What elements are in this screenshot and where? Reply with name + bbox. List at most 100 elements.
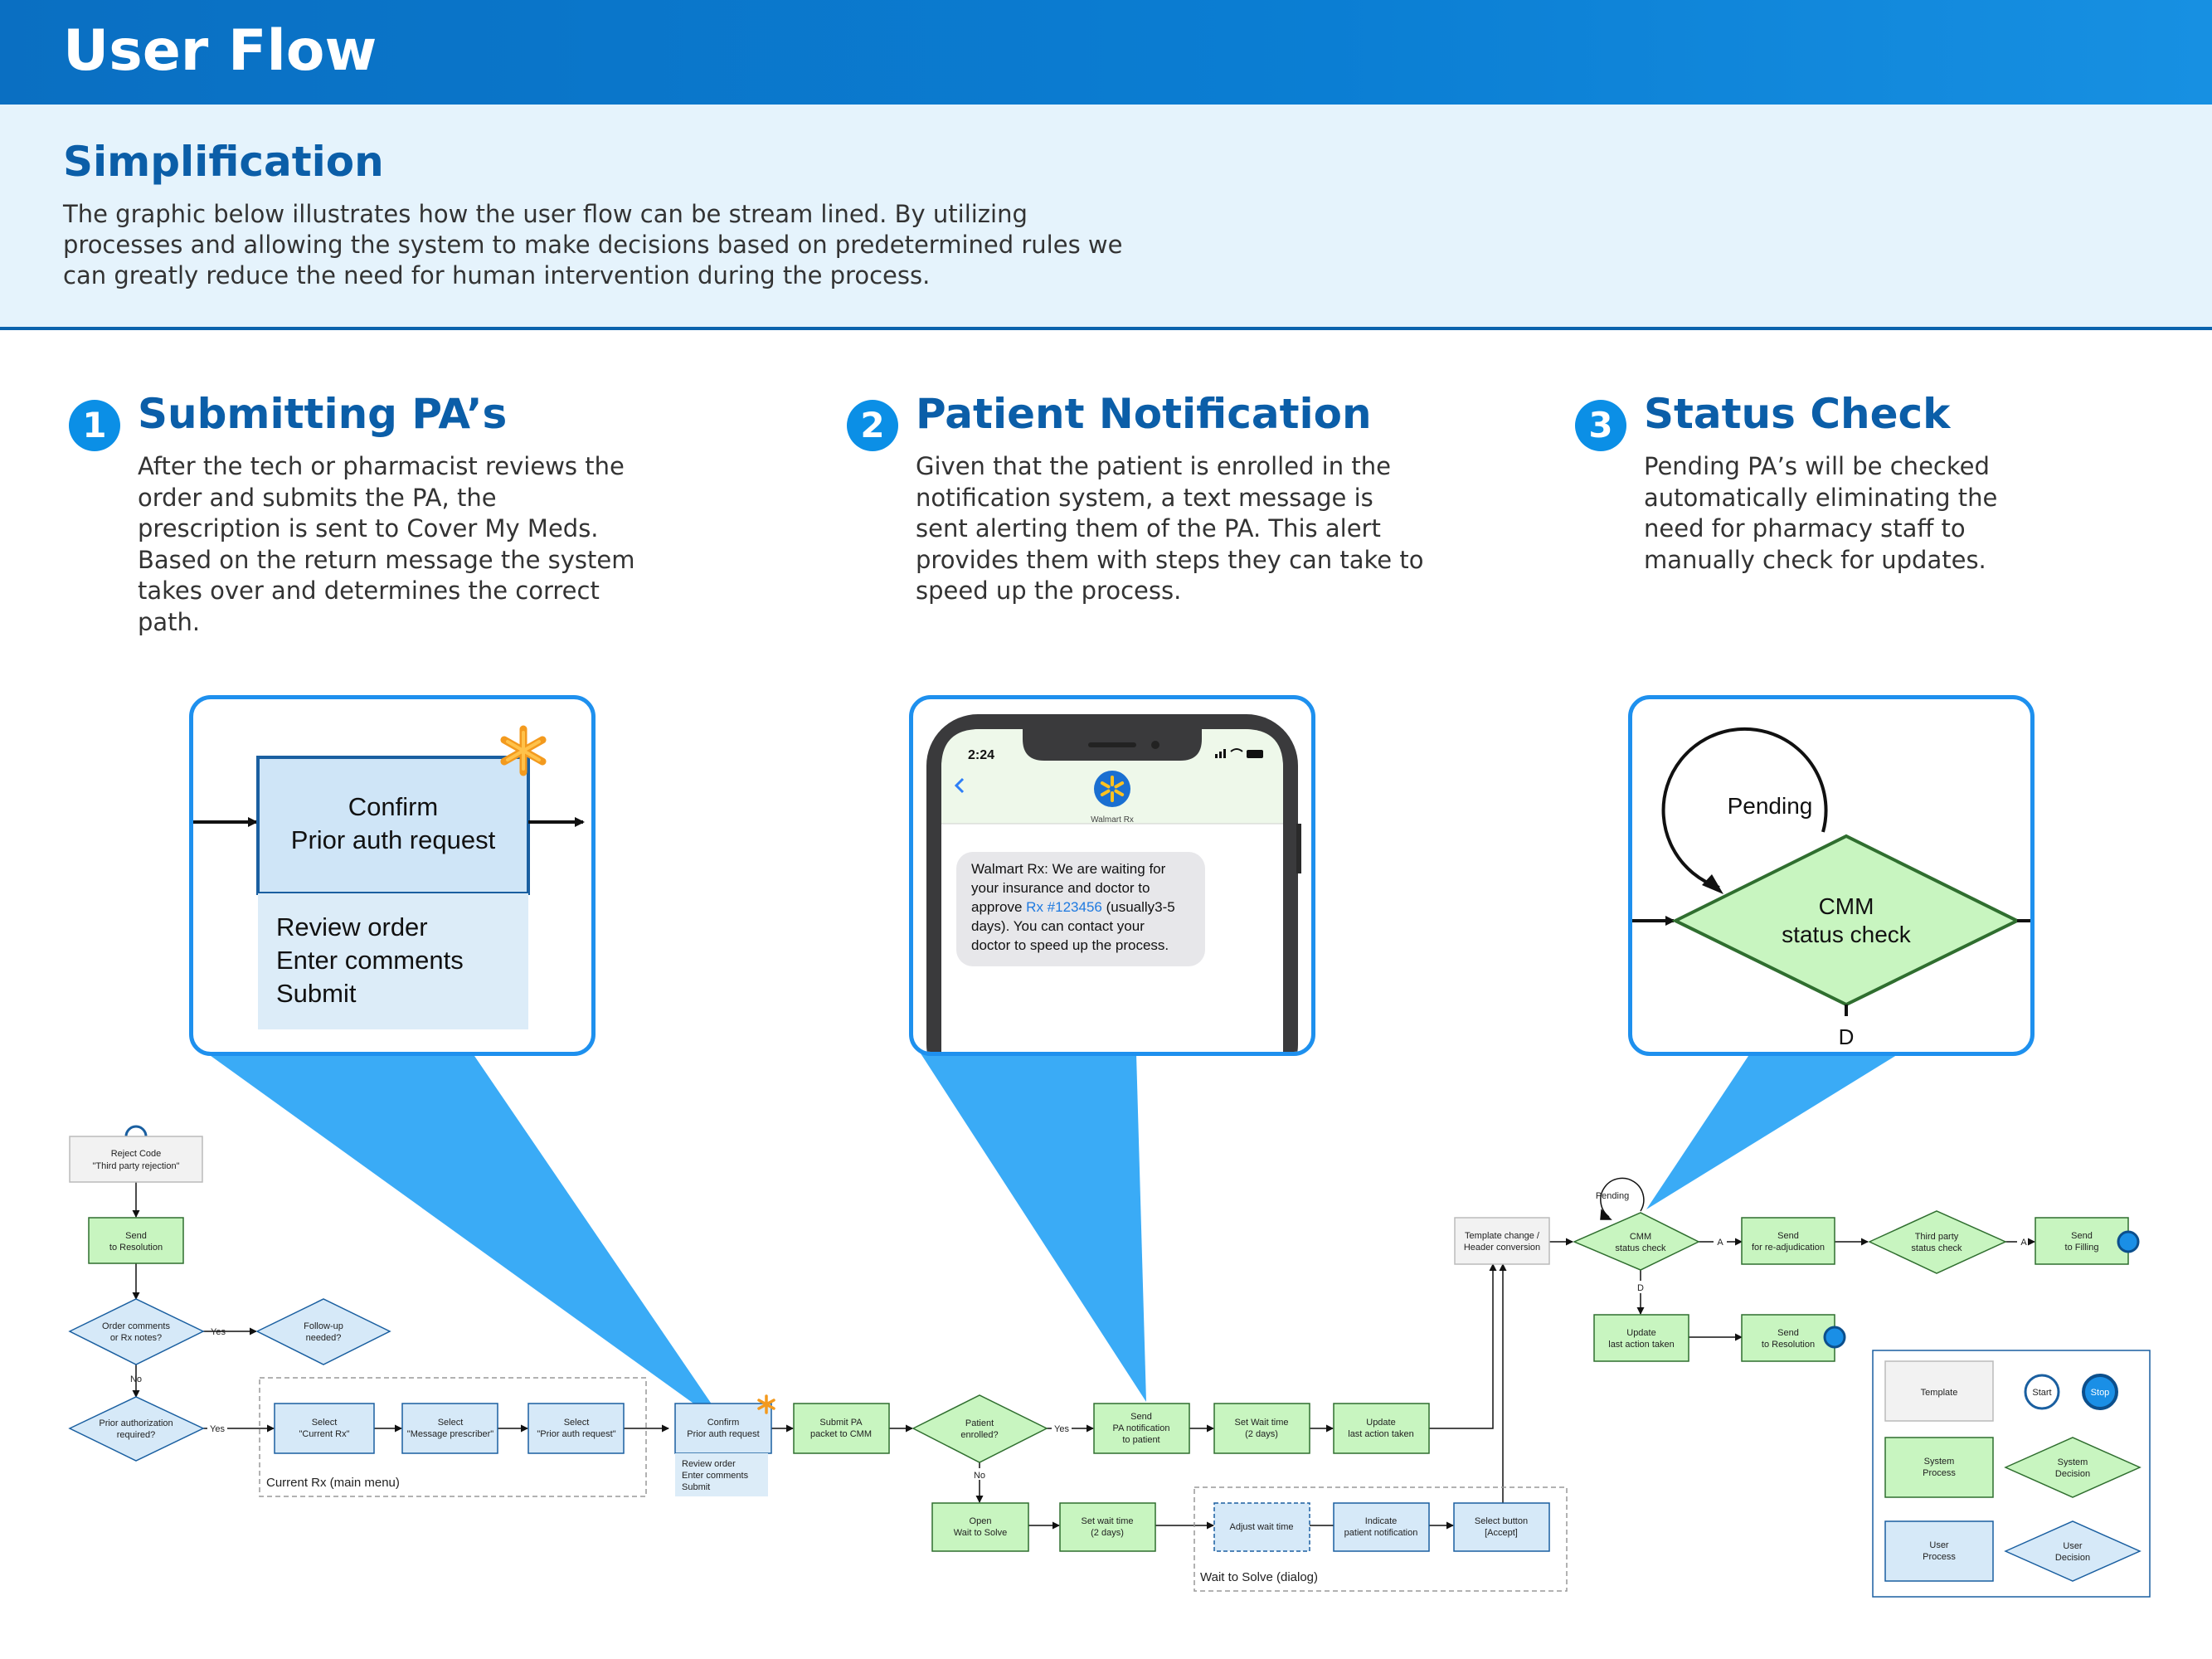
- svg-text:System: System: [1924, 1457, 1955, 1467]
- zoom-sub2: Enter comments: [276, 946, 464, 975]
- zoom-box-notification: 2:24 Walmart Rx Walmart Rx: We are waiti…: [909, 695, 1315, 1056]
- svg-text:(2 days): (2 days): [1245, 1429, 1278, 1439]
- svg-text:User: User: [1929, 1540, 1949, 1550]
- message-line5: doctor to speed up the process.: [971, 937, 1169, 953]
- svg-text:Update: Update: [1626, 1328, 1655, 1338]
- stop-node-2: [1823, 1326, 1846, 1349]
- wifi-icon: [1230, 748, 1243, 752]
- svg-text:Submit PA: Submit PA: [819, 1418, 863, 1428]
- node-prior-auth-required: [68, 1396, 205, 1462]
- svg-text:needed?: needed?: [306, 1333, 342, 1343]
- zoom-sub1: Review order: [276, 912, 428, 941]
- asterisk-small-icon: [757, 1394, 775, 1414]
- zoom-confirm-line2: Prior auth request: [291, 825, 496, 854]
- callout-cone-1: [207, 1053, 728, 1428]
- label-a-1: A: [1717, 1238, 1723, 1248]
- svg-text:Send: Send: [2071, 1231, 2093, 1241]
- svg-text:last action taken: last action taken: [1608, 1340, 1675, 1350]
- svg-text:Confirm: Confirm: [707, 1418, 740, 1428]
- walmart-avatar: [1094, 771, 1130, 807]
- signal-icon: [1215, 749, 1226, 758]
- node-send-readjudication: [1741, 1217, 1835, 1265]
- node-confirm-sub: [675, 1453, 768, 1496]
- node-cmm-status-check: [1573, 1212, 1700, 1271]
- node-adjust-wait-time: [1213, 1502, 1310, 1552]
- zoom-confirm-line1: Confirm: [348, 792, 439, 821]
- asterisk-icon: [500, 725, 547, 776]
- message-line2: your insurance and doctor to: [971, 880, 1150, 896]
- node-set-wait-time-2: [1059, 1502, 1156, 1552]
- svg-text:Follow-up: Follow-up: [304, 1321, 343, 1331]
- group-current-rx: [259, 1377, 647, 1497]
- svg-text:Select: Select: [564, 1418, 590, 1428]
- svg-text:Select: Select: [312, 1418, 338, 1428]
- node-send-to-resolution: [88, 1217, 184, 1264]
- node-select-current-rx: [274, 1403, 375, 1454]
- legend-user-decision: [2004, 1520, 2142, 1582]
- node-third-party-status: [1868, 1210, 2007, 1274]
- svg-text:"Prior auth request": "Prior auth request": [537, 1429, 615, 1439]
- svg-text:Patient: Patient: [965, 1418, 994, 1428]
- group-wait-to-solve: [1194, 1486, 1568, 1592]
- node-follow-up: [255, 1298, 391, 1365]
- zoom-confirm-sub-box: [258, 893, 528, 1029]
- zoom-cmm-line1: CMM: [1819, 893, 1874, 919]
- svg-text:CMM: CMM: [1630, 1232, 1651, 1242]
- svg-text:Process: Process: [1923, 1552, 1956, 1562]
- rx-link[interactable]: Rx #123456: [1026, 899, 1102, 915]
- legend-system-decision: [2004, 1437, 2142, 1498]
- svg-text:"Message prescriber": "Message prescriber": [407, 1429, 493, 1439]
- zoom-loop-arrow: [1661, 727, 1828, 889]
- svg-text:(2 days): (2 days): [1091, 1528, 1124, 1538]
- svg-text:Adjust wait time: Adjust wait time: [1229, 1522, 1293, 1532]
- step-2-title: Patient Notification: [916, 390, 1372, 438]
- legend-system-process: [1884, 1437, 1994, 1498]
- svg-text:PA notification: PA notification: [1113, 1423, 1170, 1433]
- svg-text:Send: Send: [1130, 1412, 1152, 1422]
- intro-panel: Simplification The graphic below illustr…: [0, 105, 2212, 330]
- intro-text: The graphic below illustrates how the us…: [63, 200, 1123, 289]
- svg-text:Set Wait time: Set Wait time: [1235, 1418, 1289, 1428]
- node-update-last-action-1: [1333, 1403, 1430, 1454]
- svg-text:Header conversion: Header conversion: [1464, 1243, 1540, 1253]
- zoom-pending-label: Pending: [1728, 793, 1813, 819]
- step-2-number: 2: [847, 400, 898, 451]
- step-3-number: 3: [1575, 400, 1626, 451]
- header-bar: User Flow: [0, 0, 2212, 105]
- spark-icon: [1100, 776, 1125, 802]
- svg-text:or Rx notes?: or Rx notes?: [110, 1333, 162, 1343]
- svg-text:Enter comments: Enter comments: [682, 1471, 749, 1481]
- node-open-wait-to-solve: [931, 1502, 1029, 1552]
- legend-start: [2024, 1374, 2060, 1410]
- svg-text:enrolled?: enrolled?: [960, 1430, 998, 1440]
- label-yes-1: Yes: [211, 1327, 226, 1337]
- svg-text:Prior auth request: Prior auth request: [687, 1429, 759, 1439]
- label-no-1: No: [130, 1374, 142, 1384]
- svg-text:Reject Code: Reject Code: [111, 1149, 162, 1159]
- message-line1: Walmart Rx: We are waiting for: [971, 861, 1166, 877]
- callout-cone-3: [1646, 1053, 1899, 1209]
- message-bubble: [956, 852, 1205, 966]
- svg-text:Select button: Select button: [1475, 1516, 1528, 1526]
- phone-sender: Walmart Rx: [1091, 815, 1134, 825]
- svg-text:Prior authorization: Prior authorization: [99, 1418, 173, 1428]
- message-line4: days). You can contact your: [971, 918, 1145, 934]
- node-indicate-patient-notification: [1333, 1502, 1430, 1552]
- zoom-box-status: Pending CMM status check D: [1628, 695, 2035, 1056]
- step-1-text: After the tech or pharmacist reviews the…: [138, 452, 635, 636]
- svg-text:patient notification: patient notification: [1344, 1528, 1418, 1538]
- zoom-box-submitting: Confirm Prior auth request Review order …: [189, 695, 596, 1056]
- svg-text:Decision: Decision: [2055, 1469, 2090, 1479]
- svg-text:"Third party rejection": "Third party rejection": [92, 1161, 179, 1171]
- step-1-title: Submitting PA’s: [138, 390, 508, 438]
- svg-text:Select: Select: [438, 1418, 464, 1428]
- back-chevron-icon[interactable]: [954, 777, 965, 794]
- node-order-comments: [68, 1298, 205, 1365]
- node-template-change: [1454, 1217, 1550, 1265]
- label-yes-3: Yes: [1054, 1424, 1069, 1434]
- svg-text:User: User: [2063, 1541, 2083, 1551]
- label-no-2: No: [974, 1471, 985, 1481]
- node-reject-code: [69, 1136, 203, 1183]
